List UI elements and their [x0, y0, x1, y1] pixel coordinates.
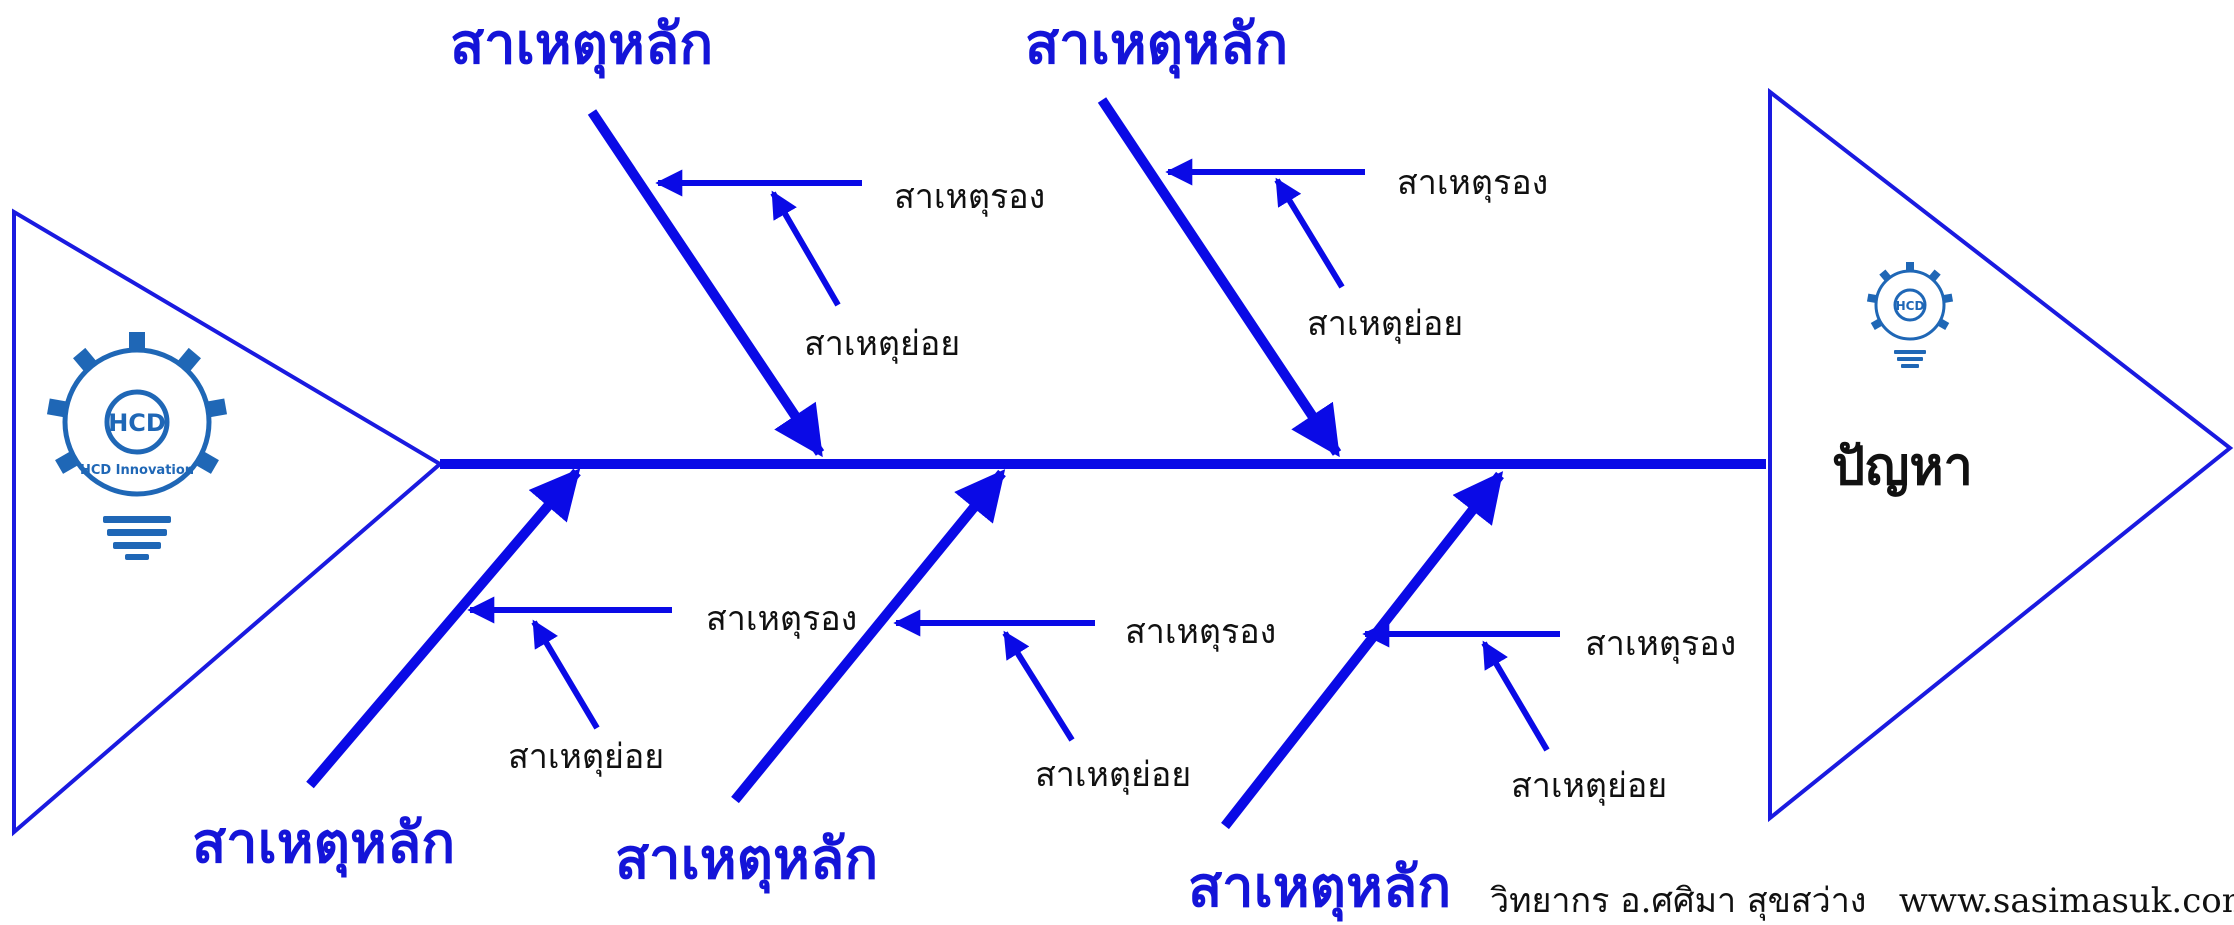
minor-cause-arrow: [770, 190, 841, 307]
bone-bottom-2: สาเหตุหลัก สาเหตุรอง สาเหตุย่อย: [615, 469, 1276, 894]
main-cause-label: สาเหตุหลัก: [450, 11, 713, 79]
main-cause-label: สาเหตุหลัก: [615, 826, 878, 894]
problem-label: ปัญหา: [1832, 436, 1973, 497]
credit-text: วิทยากร อ.ศศิมา สุขสว่าง www.sasimasuk.c…: [1490, 881, 2234, 921]
minor-cause-arrow: [531, 619, 600, 730]
minor-cause-label: สาเหตุย่อย: [1307, 304, 1463, 344]
main-bone-arrow: [306, 468, 581, 789]
main-bone-arrow: [731, 469, 1006, 804]
tail-triangle: [12, 208, 444, 837]
minor-cause-label: สาเหตุย่อย: [1035, 755, 1191, 795]
main-bone-arrow: [587, 109, 825, 458]
minor-cause-label: สาเหตุย่อย: [1511, 766, 1667, 806]
logo-center-text: HCD: [108, 409, 166, 437]
main-cause-label: สาเหตุหลัก: [192, 810, 455, 878]
minor-cause-arrow: [1481, 640, 1550, 752]
hcd-logo-left: HCD HCD Innovation: [46, 332, 228, 560]
minor-cause-arrow: [1002, 630, 1075, 742]
sub-cause-label: สาเหตุรอง: [706, 599, 857, 639]
bone-bottom-1: สาเหตุหลัก สาเหตุรอง สาเหตุย่อย: [192, 468, 857, 878]
gear-icon: [1866, 262, 1954, 341]
lightbulb-base-icon: [1894, 350, 1926, 368]
main-bone-arrow: [1097, 97, 1342, 458]
sub-cause-label: สาเหตุรอง: [1125, 612, 1276, 652]
logo-center-text: HCD: [1896, 299, 1925, 313]
logo-ring-text: HCD Innovation: [80, 463, 194, 478]
sub-cause-label: สาเหตุรอง: [1585, 624, 1736, 664]
main-cause-label: สาเหตุหลัก: [1188, 854, 1451, 922]
hcd-logo-right: HCD: [1866, 262, 1954, 368]
bone-top-2: สาเหตุหลัก สาเหตุรอง สาเหตุย่อย: [1025, 11, 1548, 458]
bone-bottom-3: สาเหตุหลัก สาเหตุรอง สาเหตุย่อย: [1188, 471, 1736, 922]
lightbulb-base-icon: [103, 516, 171, 560]
minor-cause-label: สาเหตุย่อย: [804, 324, 960, 364]
sub-cause-label: สาเหตุรอง: [1397, 163, 1548, 203]
sub-cause-label: สาเหตุรอง: [894, 177, 1045, 217]
minor-cause-arrow: [1274, 177, 1345, 289]
bone-top-1: สาเหตุหลัก สาเหตุรอง สาเหตุย่อย: [450, 11, 1045, 458]
minor-cause-label: สาเหตุย่อย: [508, 737, 664, 777]
gear-icon: [46, 332, 228, 497]
main-cause-label: สาเหตุหลัก: [1025, 11, 1288, 79]
main-bone-arrow: [1221, 471, 1504, 830]
